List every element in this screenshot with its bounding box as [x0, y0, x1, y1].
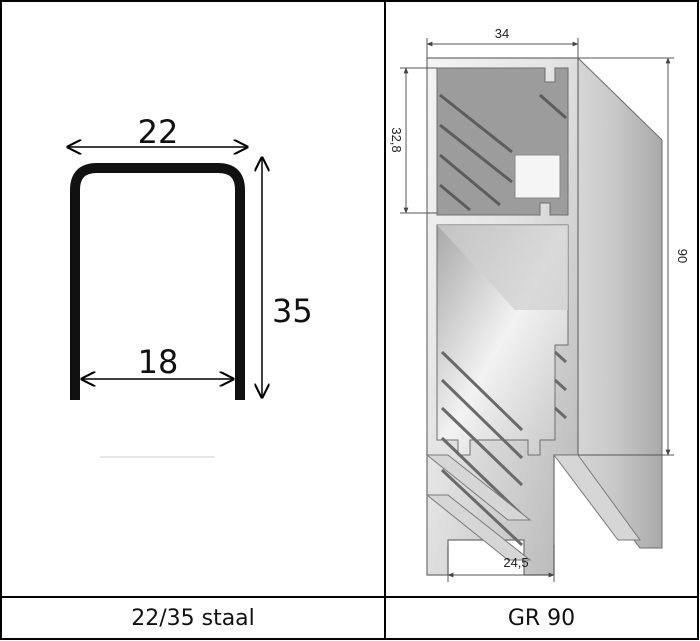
lower-chamber-ridges: [440, 350, 568, 547]
dimension-label-top-width-gr90: 34: [495, 26, 509, 41]
lower-chamber-shadow: [437, 225, 568, 310]
steel-u-profile-diagram: 22 35 18: [68, 113, 313, 458]
upper-chamber-bright-slot: [514, 154, 561, 199]
u-profile-shape: [70, 163, 245, 400]
caption-gr90-profile: GR 90: [507, 605, 576, 631]
gr90-dimension-lines: [400, 38, 674, 582]
upper-chamber-ridges: [439, 93, 567, 212]
dimension-label-top-width: 22: [138, 113, 179, 151]
dimension-label-total-height: 90: [675, 249, 690, 263]
dimension-label-inner-width: 18: [138, 343, 179, 381]
dimension-label-bottom-width: 24,5: [503, 555, 528, 570]
dimension-label-height: 35: [272, 292, 313, 330]
caption-steel-profile: 22/35 staal: [131, 605, 255, 631]
dimension-label-upper-chamber: 32,8: [389, 127, 404, 152]
gr90-aluminium-profile-diagram: 34 32,8 90 24,5: [389, 26, 690, 582]
profile-fins: [425, 454, 641, 561]
